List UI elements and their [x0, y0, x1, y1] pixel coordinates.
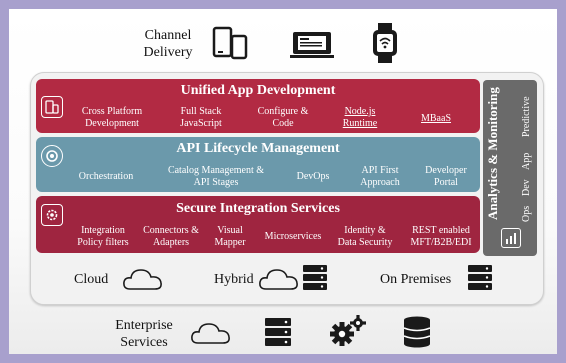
- secure-integration-services-title: Secure Integration Services: [176, 201, 340, 216]
- mobile-tablet-icon: [212, 26, 248, 60]
- hybrid-cloud-icon: [259, 269, 298, 290]
- server-icon: [265, 318, 291, 346]
- lifecycle-icon: [41, 145, 63, 167]
- orchestration-item: Orchestration: [78, 171, 134, 182]
- cloud-icon: [123, 269, 162, 290]
- channel-label-line2: Delivery: [143, 45, 193, 60]
- mobile-devices-icon: [41, 96, 63, 118]
- smartwatch-icon: [373, 23, 397, 63]
- database-icon: [403, 316, 431, 348]
- cloud-icon: [191, 323, 230, 344]
- mbaas-link[interactable]: MBaaS: [421, 113, 451, 124]
- hybrid-server-icon: [303, 265, 327, 290]
- on-premises-server-icon: [468, 265, 492, 290]
- enterprise-label-line2: Services: [120, 335, 168, 350]
- analytics-chart-icon: [501, 228, 521, 248]
- configure-code-item: Configure &Code: [257, 106, 309, 129]
- api-lifecycle-management-band: API Lifecycle Management Orchestration C…: [36, 137, 480, 192]
- analytics-dev-label: Dev: [521, 179, 532, 197]
- desktop-monitor-icon: [290, 32, 334, 58]
- analytics-app-label: App: [521, 152, 532, 170]
- connectors-adapters-item: Connectors &Adapters: [143, 225, 199, 248]
- devops-item: DevOps: [296, 171, 330, 182]
- integration-gear-icon: [41, 204, 63, 226]
- analytics-monitoring-title: Analytics & Monitoring: [485, 87, 500, 221]
- on-premises-label: On Premises: [380, 272, 452, 287]
- analytics-ops-label: Ops: [521, 205, 532, 223]
- hybrid-label: Hybrid: [214, 272, 254, 287]
- gears-icon: [330, 315, 366, 346]
- enterprise-services-label: Enterprise Services: [104, 317, 184, 351]
- channel-label-line1: Channel: [144, 28, 192, 43]
- unified-app-development-title: Unified App Development: [180, 83, 336, 98]
- analytics-monitoring-panel: Analytics & Monitoring Predictive App De…: [483, 80, 537, 256]
- cloud-label: Cloud: [74, 272, 109, 287]
- channel-delivery-label: Channel Delivery: [128, 27, 208, 61]
- identity-data-security-item: Identity &Data Security: [337, 225, 393, 248]
- analytics-predictive-label: Predictive: [521, 96, 532, 138]
- enterprise-label-line1: Enterprise: [115, 318, 173, 333]
- api-lifecycle-management-title: API Lifecycle Management: [176, 141, 340, 156]
- microservices-item: Microservices: [264, 231, 322, 242]
- catalog-management-item: Catalog Management &API Stages: [167, 165, 265, 188]
